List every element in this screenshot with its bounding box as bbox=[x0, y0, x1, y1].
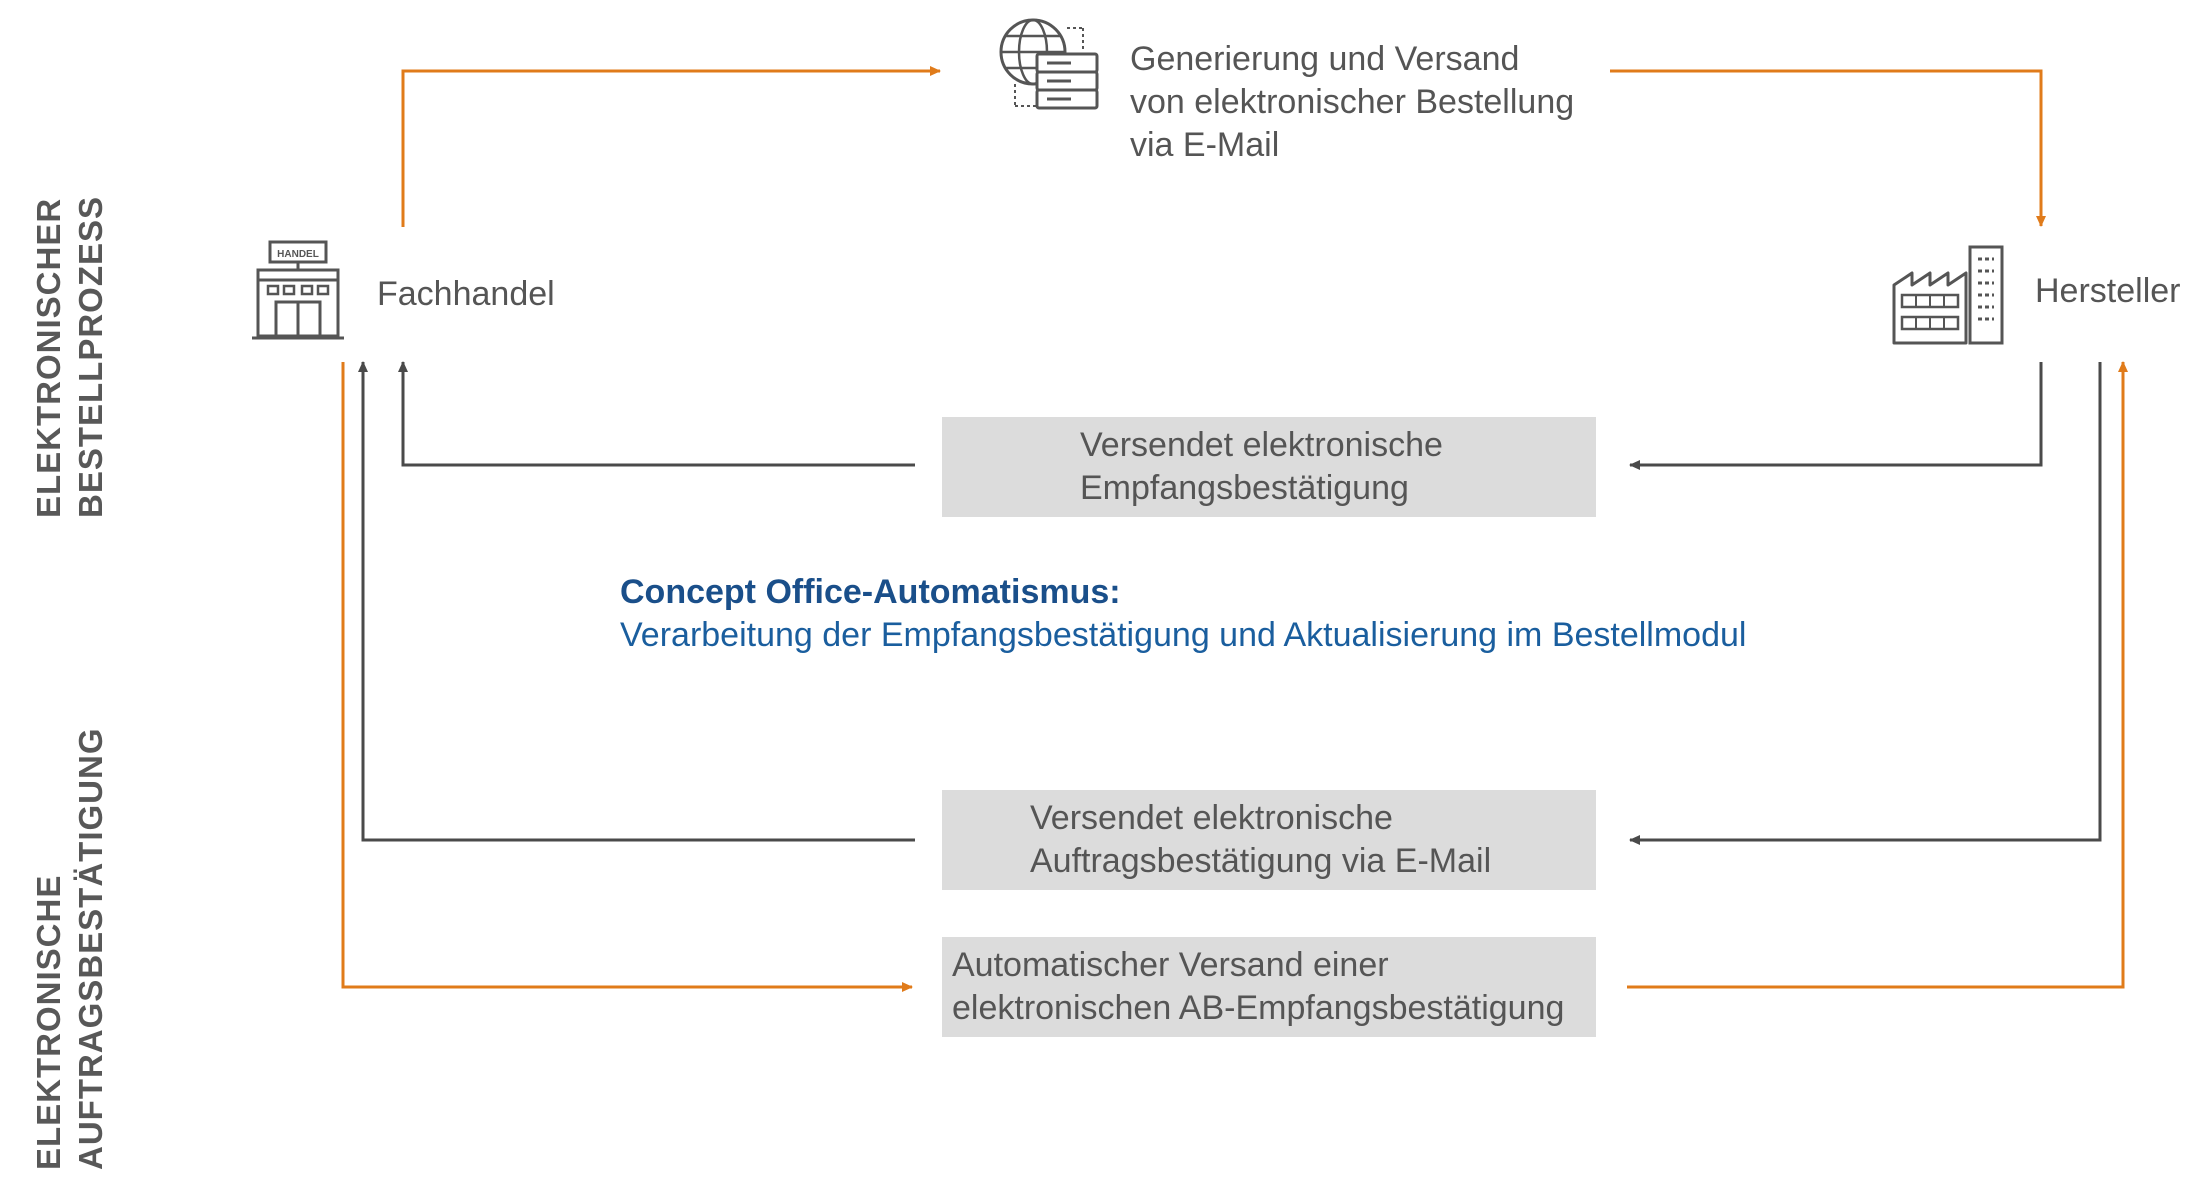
box-text-line: Versendet elektronische bbox=[1080, 426, 1443, 464]
receipt-confirmation-box: Versendet elektronische Empfangsbestätig… bbox=[942, 417, 1596, 517]
arrow-receipt-out bbox=[1629, 362, 2043, 470]
factory-icon bbox=[1892, 245, 2004, 345]
side-label-line: AUFTRAGSBESTÄTIGUNG bbox=[72, 727, 109, 1171]
side-label-line: ELEKTRONISCHE bbox=[30, 874, 67, 1170]
node-label-fachhandel: Fachhandel bbox=[377, 275, 555, 313]
box-text-line: Empfangsbestätigung bbox=[1080, 469, 1409, 507]
arrow-order-out bbox=[401, 66, 941, 227]
node-label-hersteller: Hersteller bbox=[2035, 272, 2181, 310]
arrow-confirmation-out bbox=[1629, 362, 2102, 845]
automation-text: Verarbeitung der Empfangsbestätigung und… bbox=[620, 616, 1747, 654]
automation-note: Concept Office-Automatismus: Verarbeitun… bbox=[620, 571, 1746, 657]
arrow-confirmation-in bbox=[358, 361, 915, 842]
order-text-line: von elektronischer Bestellung bbox=[1130, 83, 1575, 121]
store-icon: HANDEL bbox=[252, 240, 344, 340]
box-text-line: Auftragsbestätigung via E-Mail bbox=[1030, 842, 1492, 880]
arrow-ab-out bbox=[341, 362, 913, 992]
store-sign-text: HANDEL bbox=[277, 249, 319, 260]
arrow-order-in bbox=[1610, 69, 2046, 227]
automation-title: Concept Office-Automatismus: bbox=[620, 573, 1121, 611]
order-generation-text: Generierung und Versand von elektronisch… bbox=[1130, 38, 1574, 167]
side-label-line: ELEKTRONISCHER bbox=[30, 197, 67, 518]
box-text-line: Automatischer Versand einer bbox=[952, 946, 1389, 984]
box-text-line: Versendet elektronische bbox=[1030, 799, 1393, 837]
arrow-receipt-in bbox=[398, 361, 915, 467]
order-text-line: via E-Mail bbox=[1130, 126, 1280, 164]
side-label-order-confirmation: ELEKTRONISCHE AUFTRAGSBESTÄTIGUNG bbox=[28, 728, 112, 1171]
arrow-ab-in bbox=[1627, 361, 2128, 989]
globe-server-icon bbox=[999, 18, 1099, 110]
order-confirmation-box: Versendet elektronische Auftragsbestätig… bbox=[942, 790, 1596, 890]
box-text-line: elektronischen AB-Empfangsbestätigung bbox=[952, 989, 1565, 1027]
ab-receipt-box: Automatischer Versand einer elektronisch… bbox=[942, 937, 1596, 1037]
side-label-order-process: ELEKTRONISCHER BESTELLPROZESS bbox=[28, 196, 112, 518]
side-label-line: BESTELLPROZESS bbox=[72, 195, 109, 518]
order-text-line: Generierung und Versand bbox=[1130, 40, 1520, 78]
